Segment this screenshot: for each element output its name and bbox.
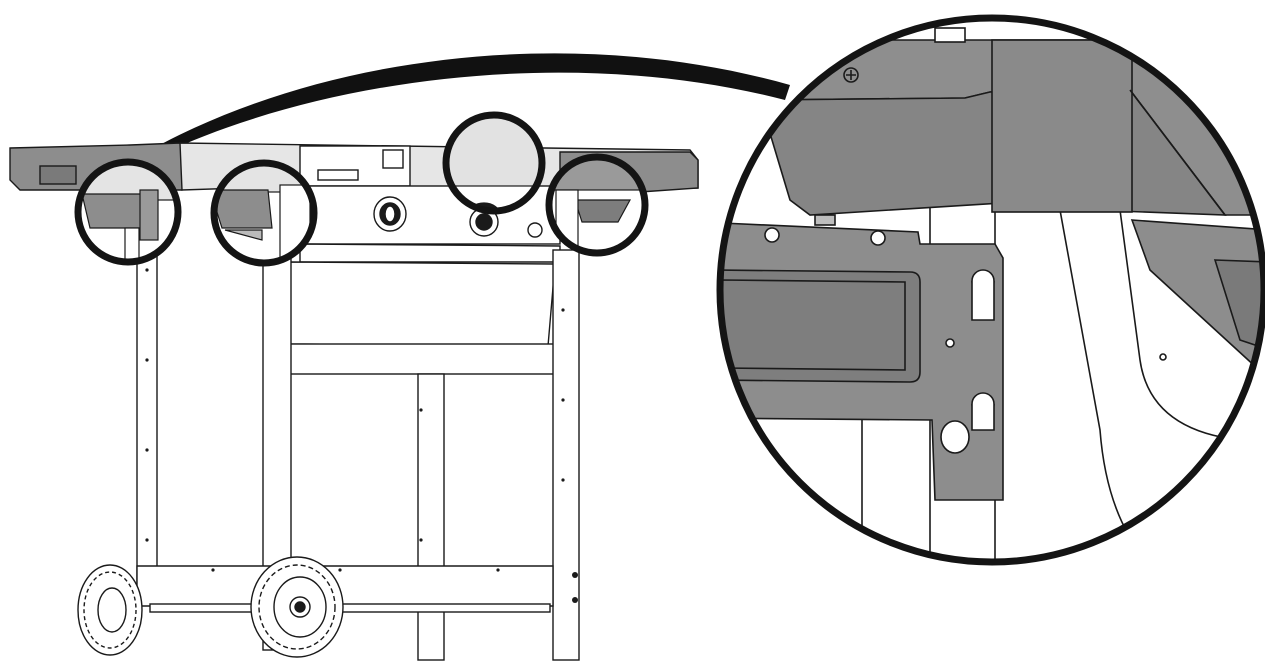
leg-front-right [552, 249, 580, 661]
wheel-icon [250, 556, 344, 658]
keyhole-slot [940, 392, 995, 454]
screw-icon [843, 67, 859, 83]
wheel-icon [77, 564, 143, 656]
keyhole-slot [971, 269, 995, 321]
knob-icon [373, 196, 407, 232]
callout-connector [133, 53, 790, 165]
zoom-detail [716, 14, 1265, 566]
callout-griddle-top [442, 111, 546, 215]
leg-rear-right [417, 373, 445, 661]
